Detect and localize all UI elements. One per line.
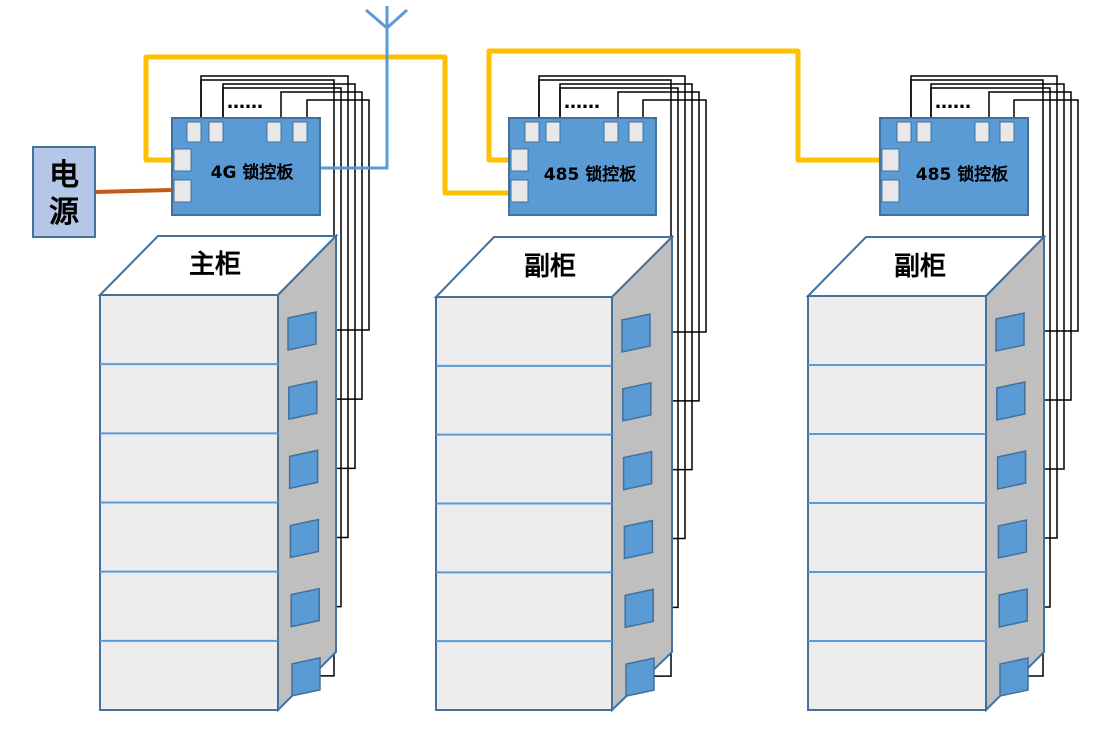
board-port bbox=[881, 179, 900, 203]
power-line bbox=[94, 188, 173, 194]
signal-wire bbox=[988, 91, 1072, 401]
signal-wire bbox=[306, 99, 370, 331]
cabinet-sub1 bbox=[433, 234, 675, 713]
lock-icon bbox=[621, 313, 651, 353]
board-port bbox=[881, 148, 900, 172]
board-port bbox=[173, 148, 192, 172]
lock-icon bbox=[622, 450, 653, 491]
lock-icon bbox=[996, 381, 1026, 421]
lock-board-4g: 4G 锁控板 …… bbox=[171, 92, 321, 216]
board-label: 485 锁控板 bbox=[916, 164, 1009, 185]
lock-icon bbox=[287, 311, 317, 351]
lock-icon bbox=[290, 587, 320, 628]
lock-icon bbox=[996, 450, 1027, 490]
lock-icon bbox=[999, 657, 1029, 697]
cabinet-label-sub1: 副柜 bbox=[524, 252, 576, 282]
lock-icon bbox=[995, 312, 1025, 352]
cabinet-label-main: 主柜 bbox=[189, 250, 241, 280]
board-port bbox=[896, 121, 912, 143]
lock-icon bbox=[288, 380, 318, 421]
board-port bbox=[186, 121, 202, 143]
signal-wire bbox=[538, 79, 672, 677]
board-port bbox=[510, 148, 529, 172]
lock-icon bbox=[288, 449, 319, 490]
signal-wire bbox=[642, 99, 707, 333]
board-port bbox=[208, 121, 224, 143]
board-port bbox=[510, 179, 529, 203]
board-ellipsis: …… bbox=[227, 92, 263, 113]
signal-wire bbox=[1013, 99, 1079, 332]
signal-wire bbox=[910, 79, 1044, 677]
power-label-2: 源 bbox=[49, 195, 79, 230]
cabinet-main bbox=[97, 233, 339, 713]
board-port bbox=[545, 121, 561, 143]
lock-icon bbox=[623, 519, 654, 560]
board-ellipsis: …… bbox=[564, 92, 600, 113]
lock-icon bbox=[625, 657, 655, 698]
board-port bbox=[292, 121, 308, 143]
cabinet-sub2 bbox=[805, 234, 1047, 713]
board-ellipsis: …… bbox=[935, 92, 971, 113]
board-port bbox=[999, 121, 1015, 143]
board-label: 4G 锁控板 bbox=[211, 162, 295, 183]
signal-wire bbox=[200, 79, 335, 677]
signal-wire bbox=[617, 91, 700, 402]
board-port bbox=[916, 121, 932, 143]
lock-icon bbox=[622, 381, 652, 422]
lock-icon bbox=[289, 518, 320, 559]
board-label: 485 锁控板 bbox=[544, 164, 637, 185]
board-port bbox=[173, 179, 192, 203]
power-box: 电 源 bbox=[32, 146, 96, 238]
lock-icon bbox=[291, 656, 321, 697]
board-port bbox=[603, 121, 619, 143]
antenna-icon bbox=[320, 6, 409, 170]
lock-icon bbox=[624, 588, 654, 629]
power-label-1: 电 bbox=[49, 158, 79, 193]
board-port bbox=[628, 121, 644, 143]
board-port bbox=[524, 121, 540, 143]
lock-icon bbox=[997, 519, 1028, 559]
bus-line bbox=[143, 54, 510, 196]
signal-wire bbox=[280, 91, 363, 400]
cabinet-label-sub2: 副柜 bbox=[894, 252, 946, 282]
lock-icon bbox=[998, 588, 1028, 628]
board-port bbox=[266, 121, 282, 143]
lock-board-485-b: 485 锁控板 …… bbox=[879, 92, 1029, 216]
bus-line-2 bbox=[486, 48, 880, 163]
cabinets bbox=[97, 233, 1047, 713]
lock-board-485-a: 485 锁控板 …… bbox=[508, 92, 657, 216]
board-port bbox=[974, 121, 990, 143]
